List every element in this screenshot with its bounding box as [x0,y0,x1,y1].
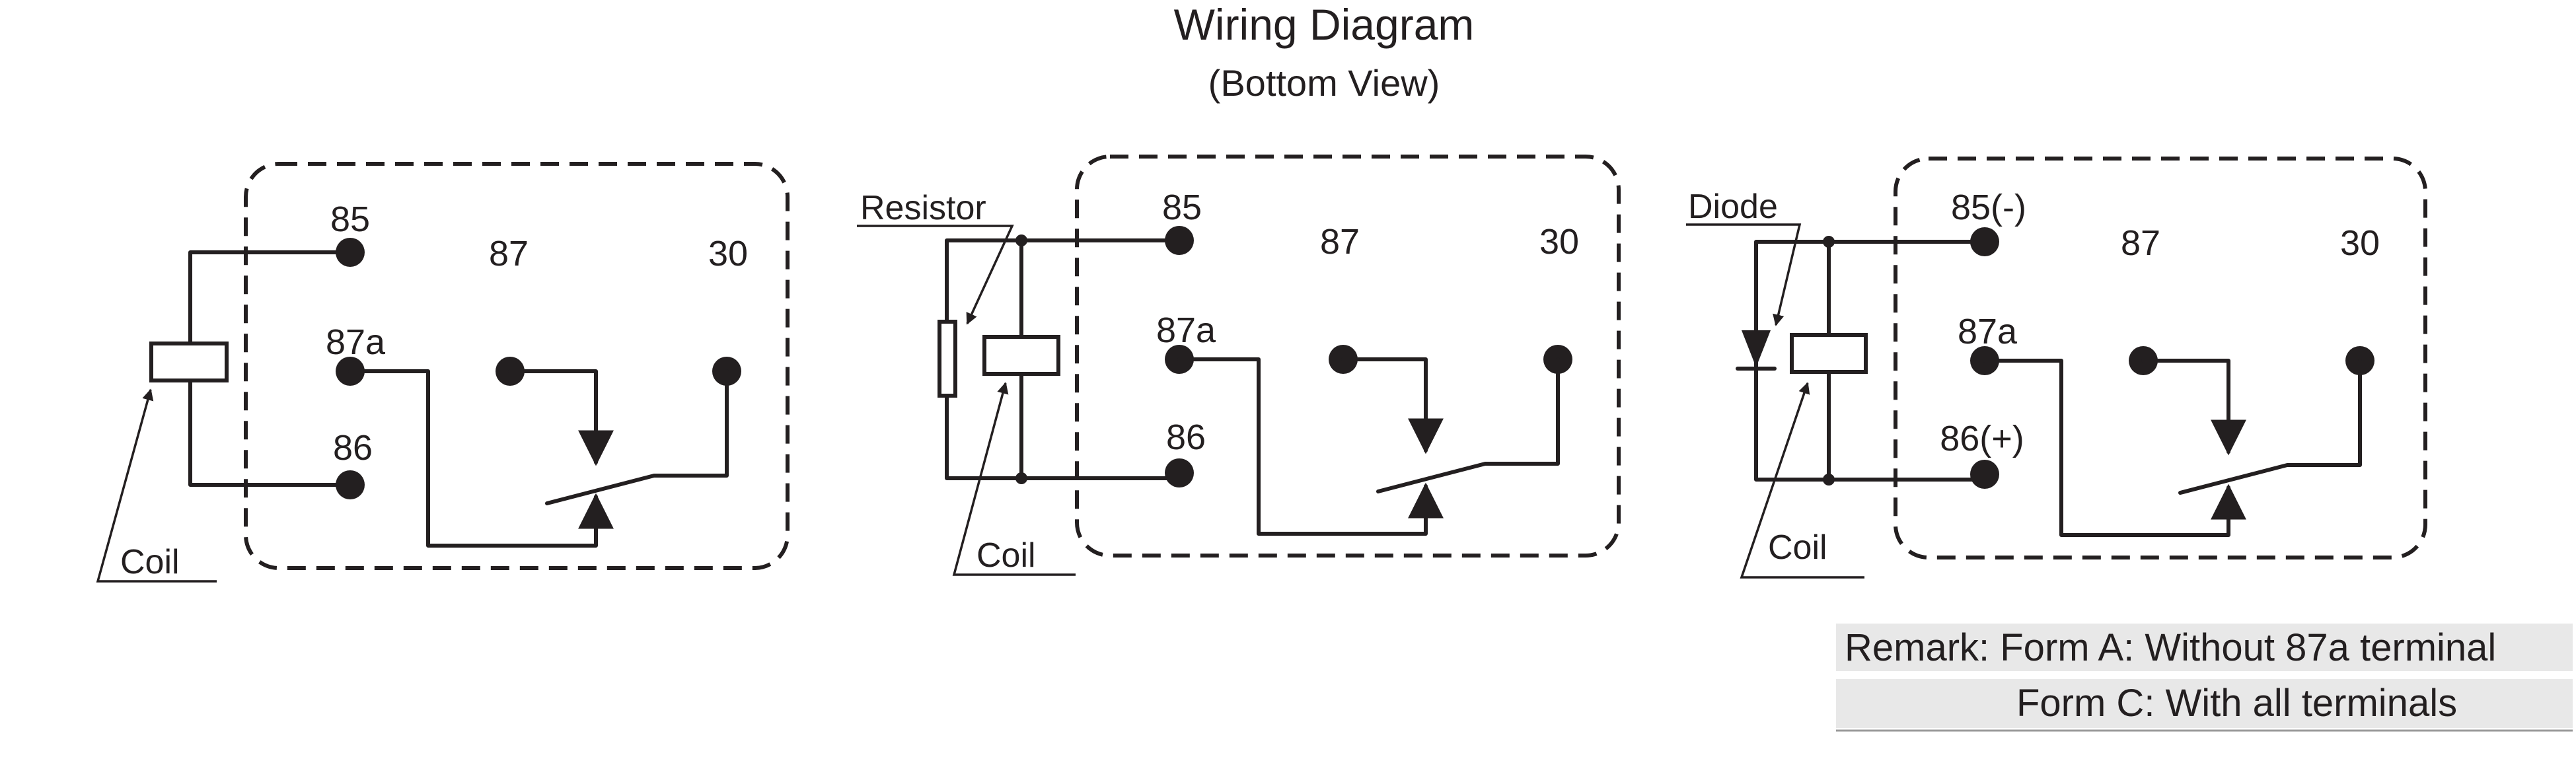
pin-85-label: 85 [1162,188,1202,227]
coil-leader-line [952,382,1076,576]
diode-label: Diode [1688,188,1778,226]
relay-housing-outline [244,162,790,570]
pin-85-terminal [1970,227,1999,256]
pin-87-label: 87 [489,234,529,273]
coil-leader-line [1740,382,1864,579]
remark-line-1: Remark: Form A: Without 87a terminal [1845,626,2496,669]
outer-wire [945,238,1181,480]
coil-symbol [1790,333,1868,374]
diagram-title: Wiring Diagram [1174,0,1475,49]
resistor-leader-line [857,225,1014,325]
relay-diagram-1: 85 87 30 87a 86 Coil [96,162,790,583]
pin-87-label: 87 [1320,222,1360,262]
pin-30-label: 30 [1539,222,1579,262]
diode-symbol [1742,330,1771,367]
no-contact-wire [2141,359,2246,456]
relay-diagram-2: 85 87 30 87a 86 Resistor Coil [857,155,1621,576]
pin-85-label: 85(-) [1951,188,2026,227]
junction-dot [1823,474,1835,486]
junction-dot [1823,236,1835,248]
remark-box: Remark: Form A: Without 87a terminal For… [1836,624,2573,732]
no-contact-wire [1341,357,1444,454]
switch-arm [545,369,729,505]
coil-label: Coil [1768,528,1827,567]
coil-leader-line [96,388,217,583]
pin-86-label: 86(+) [1940,419,2024,458]
remark-row-2-bg [1836,679,2573,728]
remark-line-2: Form C: With all terminals [2016,682,2457,725]
nc-contact-wire [348,369,614,548]
pin-87a-label: 87a [1156,310,1216,350]
nc-contact-wire [1983,359,2246,537]
pin-30-label: 30 [2340,223,2380,263]
coil-symbol [149,342,229,382]
coil-label: Coil [976,536,1036,575]
pin-86-label: 86 [333,428,373,468]
pin-85-terminal [1165,226,1194,255]
relay-housing-outline [1894,157,2427,559]
pin-86-terminal [1165,458,1194,487]
switch-arm [1376,357,1560,493]
pin-87-label: 87 [2121,223,2160,263]
junction-dot [1015,234,1027,246]
switch-arm [2178,359,2362,495]
diode-leader-line [1686,223,1802,326]
diagram-subtitle: (Bottom View) [1208,62,1440,104]
resistor-symbol [938,320,957,398]
pin-85-terminal [336,238,365,267]
pin-86-label: 86 [1166,417,1206,457]
coil-label: Coil [120,543,180,581]
pin-86-terminal [336,470,365,499]
relay-diagram-3: 85(-) 87 30 87a 86(+) Diode Coil [1686,157,2427,579]
remark-row-1-bg [1836,624,2573,671]
relay-housing-outline [1075,155,1621,558]
junction-dot [1015,472,1027,484]
pin-85-label: 85 [330,199,370,239]
pin-87a-label: 87a [326,322,386,362]
pin-30-label: 30 [708,234,748,273]
pin-87a-label: 87a [1958,312,2018,351]
no-contact-wire [508,369,614,466]
pin-86-terminal [1970,460,1999,489]
nc-contact-wire [1177,357,1444,536]
resistor-label: Resistor [860,189,986,227]
coil-symbol [982,335,1060,376]
